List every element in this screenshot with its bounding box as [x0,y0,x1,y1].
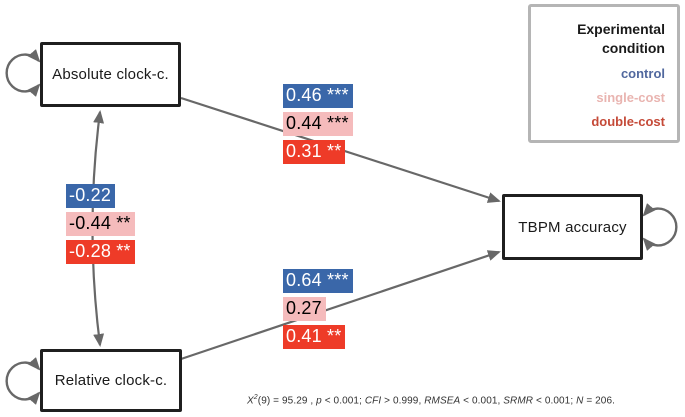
node-tbpm-accuracy: TBPM accuracy [502,194,643,260]
model-fit-statistics: X2(9) = 95.29 , p < 0.001; CFI > 0.999, … [247,394,615,406]
coef-relative-tbpm-double-cost: 0.41 ** [283,325,346,349]
legend-item-single-cost: single-cost [596,90,665,105]
node-relative-clock-change: Relative clock-c. [40,349,182,412]
legend-title-line1: Experimental [577,21,665,37]
coef-relative-tbpm-control: 0.64 *** [283,269,353,293]
fit-chi-exponent: 2 [253,394,258,401]
fit-cfi-symbol: CFI [364,395,382,407]
legend-title-line2: condition [602,40,665,56]
fit-srmr-value: < 0.001; [533,395,577,407]
node-absolute-clock-change: Absolute clock-c. [40,42,181,107]
coef-covariance-control: -0.22 [66,184,116,208]
fit-srmr-symbol: SRMR [503,395,534,407]
fit-chi-symbol: X [247,395,254,407]
selfloop-absolute [5,49,41,97]
coef-group-relative-to-tbpm: 0.64 *** 0.27 0.41 ** [283,269,353,353]
coef-absolute-tbpm-single-cost: 0.44 *** [283,112,353,136]
coef-absolute-tbpm-double-cost: 0.31 ** [283,140,346,164]
path-relative-to-tbpm [180,250,501,361]
selfloop-relative [5,357,41,405]
node-relative-label: Relative clock-c. [54,372,168,389]
legend-item-double-cost: double-cost [591,114,665,129]
coef-covariance-single-cost: -0.44 ** [66,212,135,236]
coef-absolute-tbpm-control: 0.46 *** [283,84,353,108]
fit-n-value: = 206. [583,395,615,407]
coef-group-absolute-to-tbpm: 0.46 *** 0.44 *** 0.31 ** [283,84,353,168]
fit-n-symbol: N [576,395,584,407]
fit-p-symbol: p [316,395,322,407]
legend-experimental-condition: Experimental condition control single-co… [528,4,680,143]
legend-item-control: control [620,66,665,81]
fit-cfi-value: > 0.999, [381,395,425,407]
fit-chi-value: (9) = 95.29 , [257,395,317,407]
coef-group-covariance: -0.22 -0.44 ** -0.28 ** [66,184,135,268]
node-absolute-label: Absolute clock-c. [52,66,169,83]
fit-rmsea-symbol: RMSEA [424,395,461,407]
selfloop-tbpm [642,203,678,251]
node-tbpm-label: TBPM accuracy [518,218,627,236]
coef-covariance-double-cost: -0.28 ** [66,240,135,264]
fit-p-value: < 0.001; [321,395,365,407]
fit-rmsea-value: < 0.001, [460,395,504,407]
coef-relative-tbpm-single-cost: 0.27 [283,297,326,321]
